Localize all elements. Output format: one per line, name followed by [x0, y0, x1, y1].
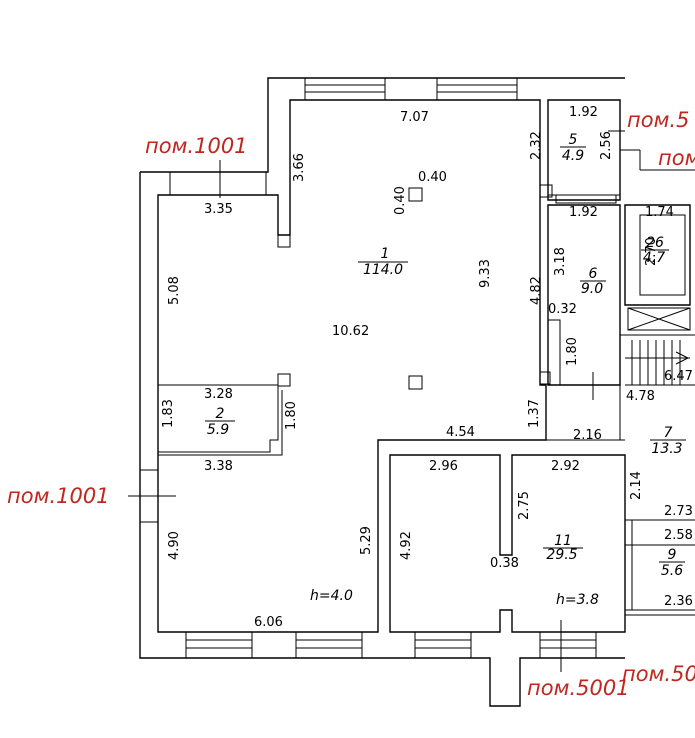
svg-text:1.80: 1.80: [565, 337, 580, 366]
room-2-label: 2 5.9: [205, 406, 235, 438]
room-26-label: 26 4.7: [641, 235, 669, 266]
svg-text:11: 11: [554, 533, 572, 549]
svg-text:4.54: 4.54: [446, 425, 475, 440]
svg-text:1.83: 1.83: [161, 399, 176, 428]
dimension-labels: 7.07 3.35 0.40 10.62 1.92 1.92 0.32 1.74…: [204, 105, 693, 630]
svg-text:6.47: 6.47: [664, 369, 693, 384]
svg-text:3.28: 3.28: [204, 387, 233, 402]
svg-text:3.18: 3.18: [553, 247, 568, 276]
svg-text:1: 1: [381, 246, 390, 262]
svg-text:4.90: 4.90: [167, 531, 182, 560]
svg-text:1.92: 1.92: [569, 205, 598, 220]
svg-text:10.62: 10.62: [332, 324, 369, 339]
svg-text:1.92: 1.92: [569, 105, 598, 120]
svg-text:1.37: 1.37: [527, 399, 542, 428]
svg-text:1.80: 1.80: [284, 401, 299, 430]
svg-text:7.07: 7.07: [400, 110, 429, 125]
label-pom-1001-left: пом.1001: [7, 484, 110, 508]
svg-text:5.6: 5.6: [661, 563, 683, 579]
svg-text:6: 6: [589, 266, 598, 282]
svg-text:4.82: 4.82: [529, 276, 544, 305]
dimension-labels-vertical: 3.66 0.40 5.08 9.33 4.82 2.32 2.56 3.18 …: [161, 131, 659, 560]
svg-text:2.73: 2.73: [664, 504, 693, 519]
room-11-walls: [389, 439, 626, 633]
label-pom-1001-top: пом.1001: [145, 134, 248, 158]
right-rooms-walls: [547, 99, 695, 616]
svg-text:0.32: 0.32: [548, 302, 577, 317]
svg-text:5.29: 5.29: [359, 526, 374, 555]
svg-text:0.38: 0.38: [490, 556, 519, 571]
svg-text:2: 2: [216, 406, 225, 422]
svg-text:2.36: 2.36: [664, 594, 693, 609]
svg-text:3.66: 3.66: [292, 153, 307, 182]
svg-text:5.9: 5.9: [207, 422, 229, 438]
svg-text:7: 7: [664, 425, 673, 441]
svg-text:0.40: 0.40: [393, 186, 408, 215]
svg-text:4.7: 4.7: [643, 250, 665, 266]
room-11-label: 11 29.5: [543, 533, 583, 563]
svg-text:2.32: 2.32: [529, 131, 544, 160]
column: [539, 371, 551, 385]
svg-text:0.40: 0.40: [418, 170, 447, 185]
label-pom-50-right: пом.50: [622, 662, 695, 686]
svg-text:2.16: 2.16: [573, 428, 602, 443]
svg-text:5.08: 5.08: [167, 276, 182, 305]
svg-text:114.0: 114.0: [363, 262, 403, 278]
svg-text:2.96: 2.96: [429, 459, 458, 474]
svg-text:2.92: 2.92: [551, 459, 580, 474]
svg-text:4.92: 4.92: [399, 531, 414, 560]
svg-text:26: 26: [646, 235, 664, 251]
svg-text:2.70: 2.70: [644, 237, 659, 266]
height-main: h=4.0: [310, 588, 353, 604]
svg-text:29.5: 29.5: [546, 547, 577, 563]
svg-text:13.3: 13.3: [651, 441, 682, 457]
room-2-walls: [158, 384, 283, 456]
svg-text:9: 9: [668, 547, 677, 563]
height-room-11: h=3.8: [556, 592, 599, 608]
svg-text:1.74: 1.74: [645, 205, 674, 220]
svg-text:6.06: 6.06: [254, 615, 283, 630]
svg-text:9.33: 9.33: [478, 259, 493, 288]
svg-text:4.9: 4.9: [562, 148, 584, 164]
label-pom-right-mid: пом: [658, 146, 695, 170]
svg-text:9.0: 9.0: [581, 281, 603, 297]
room-1-label: 1 114.0: [358, 246, 408, 278]
room-6-label: 6 9.0: [580, 266, 606, 297]
room-5-label: 5 4.9: [560, 132, 586, 164]
column: [539, 184, 553, 198]
svg-text:3.38: 3.38: [204, 459, 233, 474]
svg-text:3.35: 3.35: [204, 202, 233, 217]
svg-text:2.56: 2.56: [599, 131, 614, 160]
label-pom-5001-bottom: пом.5001: [527, 676, 630, 700]
label-pom-5-top: пом.5: [627, 108, 689, 132]
svg-text:2.58: 2.58: [664, 528, 693, 543]
room-9-label: 9 5.6: [659, 547, 685, 579]
windows: [139, 77, 617, 659]
svg-text:5: 5: [569, 132, 578, 148]
svg-text:4.78: 4.78: [626, 389, 655, 404]
svg-text:2.14: 2.14: [629, 471, 644, 500]
room-7-label: 7 13.3: [650, 425, 686, 457]
svg-text:2.75: 2.75: [517, 491, 532, 520]
